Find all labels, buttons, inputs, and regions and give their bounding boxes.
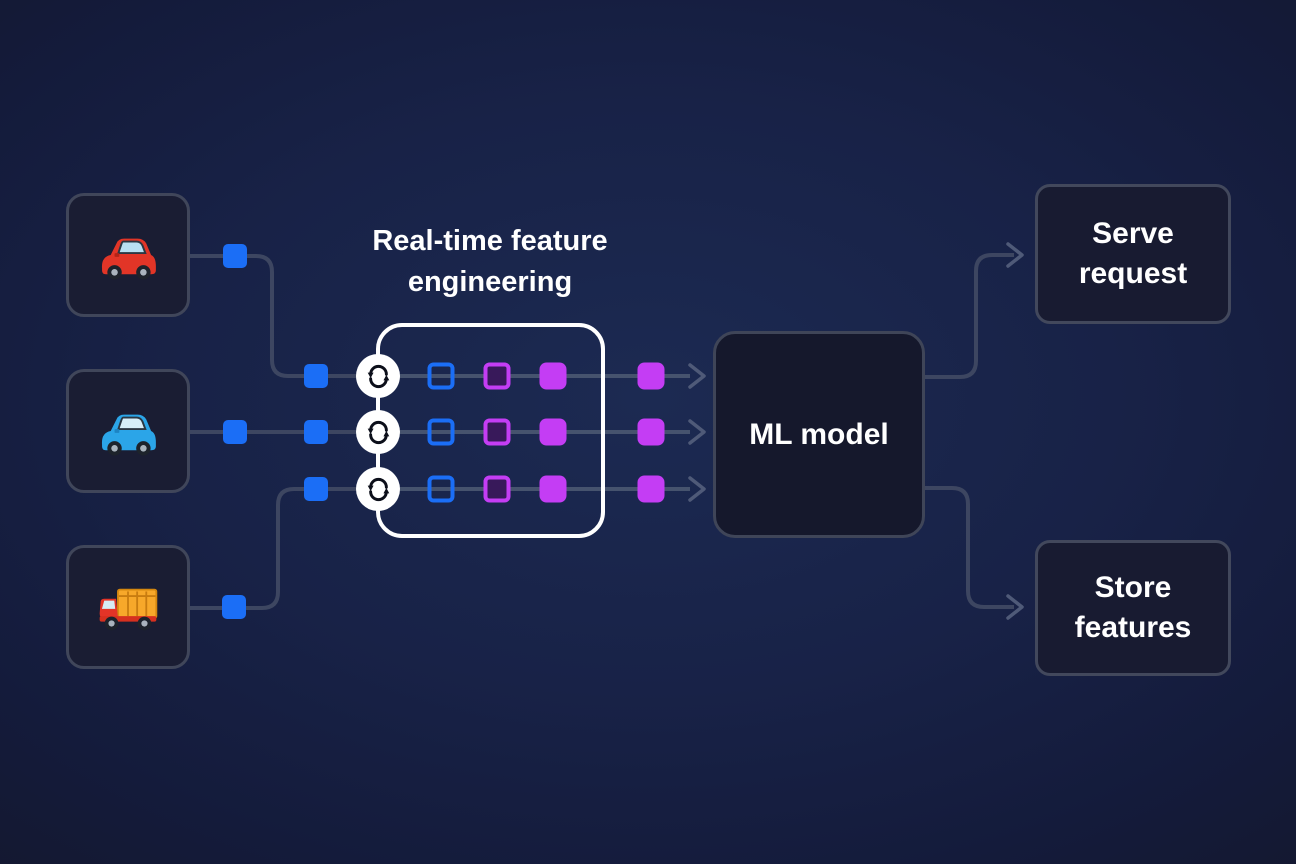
raw-event-square	[223, 244, 247, 268]
sync-icon	[356, 354, 400, 398]
ml-model-node: ML model	[713, 331, 925, 538]
delivery-truck-icon	[99, 588, 158, 631]
feature-square-output	[637, 475, 665, 503]
magenta-outline-square	[483, 475, 511, 503]
raw-event-square	[304, 364, 328, 388]
magenta-outline-square	[483, 362, 511, 390]
blue-outline-square	[427, 362, 455, 390]
arrowhead-into-store	[1006, 594, 1024, 620]
feature-square	[539, 418, 567, 446]
source-box-red-car	[66, 193, 190, 317]
blue-outline-square	[427, 418, 455, 446]
raw-event-square	[304, 420, 328, 444]
wire-red-car-to-pipeline	[190, 254, 358, 378]
source-box-truck	[66, 545, 190, 669]
arrowhead-into-model-1	[688, 363, 706, 389]
raw-event-square	[223, 420, 247, 444]
feature-square-output	[637, 418, 665, 446]
sync-icon	[356, 467, 400, 511]
wire-model-to-store	[925, 486, 1014, 609]
wire-truck-to-pipeline	[190, 487, 358, 610]
store-features-label: Store features	[1074, 571, 1192, 644]
store-features-node: Store features	[1035, 540, 1231, 676]
wire-model-to-serve	[925, 253, 1014, 379]
feature-square-output	[637, 362, 665, 390]
arrowhead-into-model-2	[688, 419, 706, 445]
source-box-blue-car	[66, 369, 190, 493]
blue-car-icon	[101, 414, 156, 456]
feature-square	[539, 475, 567, 503]
magenta-outline-square	[483, 418, 511, 446]
arrowhead-into-serve	[1006, 242, 1024, 268]
serve-request-label: Serve request	[1078, 217, 1188, 290]
raw-event-square	[304, 477, 328, 501]
serve-request-node: Serve request	[1035, 184, 1231, 324]
blue-outline-square	[427, 475, 455, 503]
feature-engineering-title: Real-time feature engineering	[372, 225, 608, 298]
sync-icon	[356, 410, 400, 454]
raw-event-square	[222, 595, 246, 619]
ml-model-label: ML model	[749, 417, 889, 451]
arrowhead-into-model-3	[688, 476, 706, 502]
red-car-icon	[101, 238, 156, 280]
feature-square	[539, 362, 567, 390]
